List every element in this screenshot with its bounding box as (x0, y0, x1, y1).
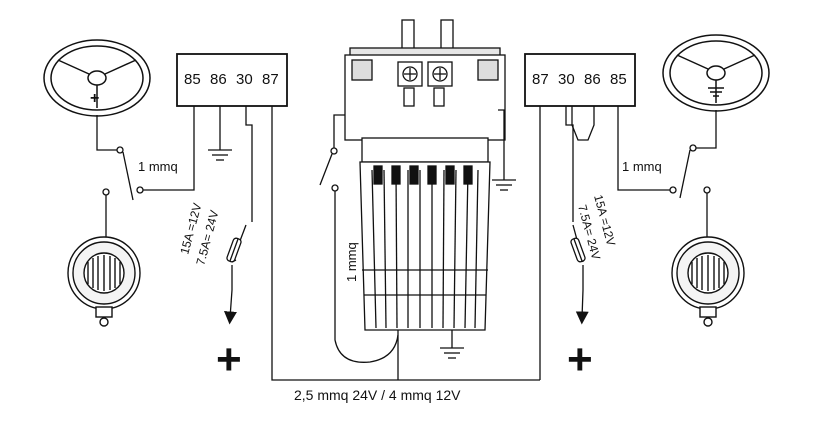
wiring-center (319, 109, 516, 380)
relay-right: 87 30 86 85 (524, 53, 636, 107)
horn-right-icon (671, 236, 745, 327)
wire-spec-label: 2,5 mmq 24V / 4 mmq 12V (294, 387, 461, 403)
relay-right-pin-30: 30 (558, 71, 575, 88)
relay-left: 85 86 30 87 (176, 53, 288, 107)
wiring-right (539, 106, 717, 380)
horn-button-plus-left: + (90, 90, 99, 107)
switch-left-label: 1 mmq (138, 159, 178, 174)
relay-left-pin-85: 85 (184, 71, 201, 88)
fuse-left-icon (226, 237, 242, 263)
switch-center-label: 1 mmq (344, 242, 359, 282)
fuse-right-icon (570, 237, 586, 263)
switch-right-label: 1 mmq (622, 159, 662, 174)
relay-left-pin-30: 30 (236, 71, 253, 88)
relay-right-pin-87: 87 (532, 71, 549, 88)
relay-right-pin-85: 85 (610, 71, 627, 88)
relay-left-pin-87: 87 (262, 71, 279, 88)
power-right-plus: + (567, 335, 593, 384)
compressor-icon (344, 19, 506, 331)
relay-right-pin-86: 86 (584, 71, 601, 88)
power-left-plus: + (216, 335, 242, 384)
horn-left-icon (67, 236, 141, 327)
relay-left-pin-86: 86 (210, 71, 227, 88)
steering-wheel-right-icon (662, 34, 770, 112)
